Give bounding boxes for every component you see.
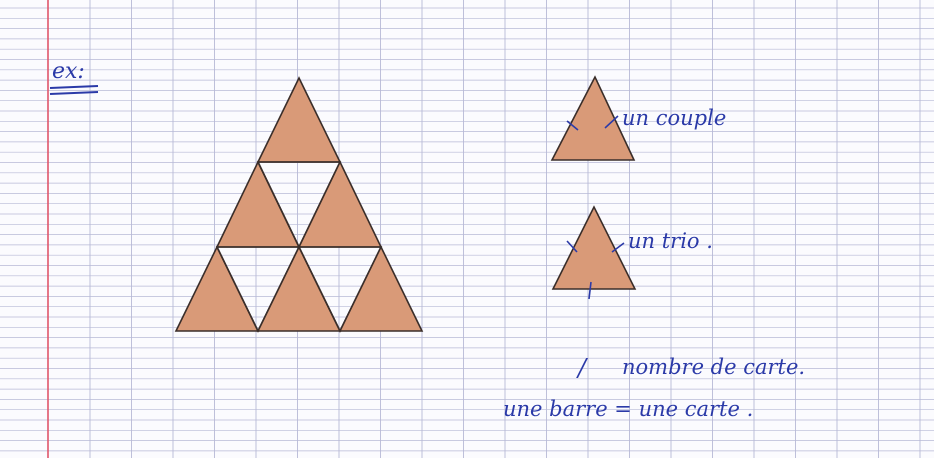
legend-line-1: nombre de carte. <box>622 355 805 379</box>
exercise-heading: ex: <box>52 59 85 84</box>
legend-line-2: une barre = une carte . <box>503 397 753 421</box>
couple-label: un couple <box>622 106 726 130</box>
trio-label: un trio . <box>628 229 713 253</box>
